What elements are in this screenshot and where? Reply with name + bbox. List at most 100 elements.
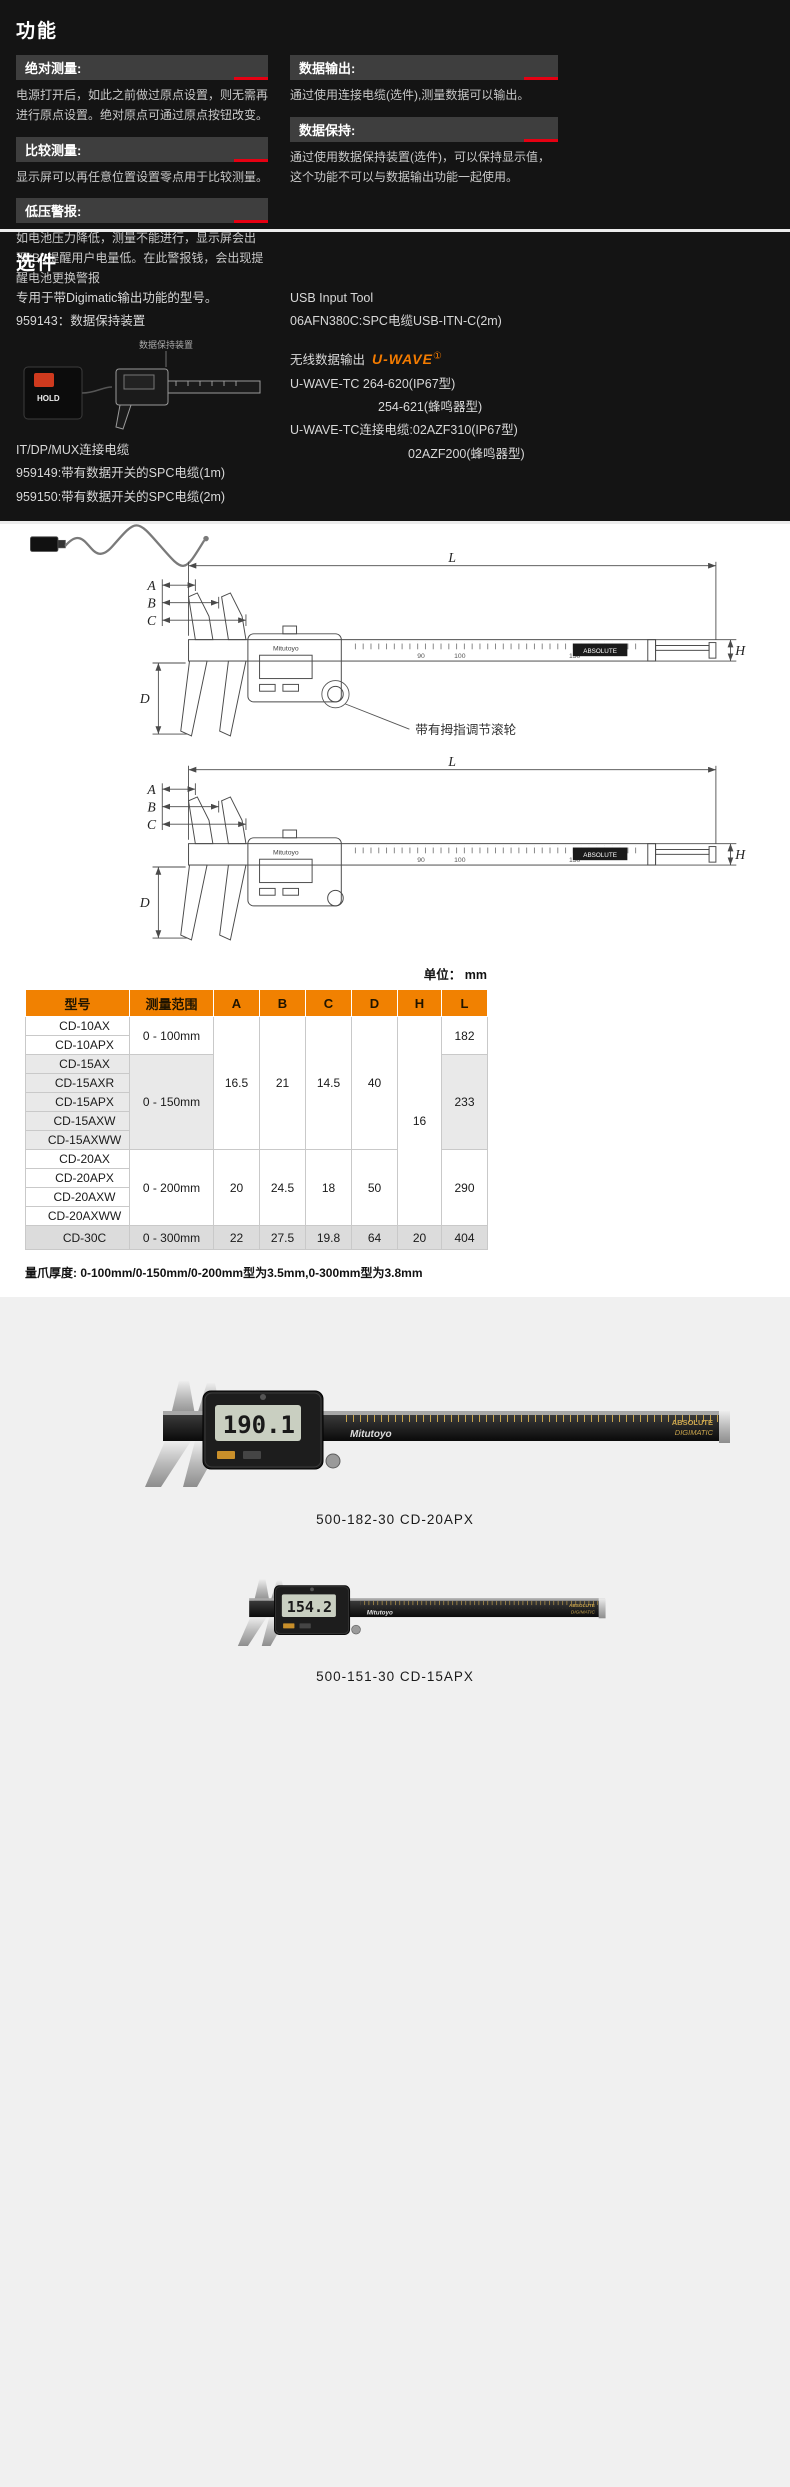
cell-model: CD-20AXWW (25, 1206, 130, 1226)
table-row: CD-15AXWW (25, 1130, 488, 1150)
dim-label-H: H (734, 643, 746, 658)
cell-range: 0 - 150mm (129, 1054, 214, 1150)
cell-H: 20 (397, 1225, 442, 1250)
absolute-badge: ABSOLUTE (583, 648, 617, 655)
scale-number-100: 100 (454, 653, 466, 660)
cell-A: 16.5 (213, 1016, 260, 1150)
hold-device-callout: 数据保持装置 (139, 339, 193, 350)
beam-brand: Mitutoyo (350, 1429, 392, 1440)
origin-button (217, 1451, 235, 1459)
cell-model: CD-20AXW (25, 1187, 130, 1207)
uwave-item-3: U-WAVE-TC连接电缆:02AZF310(IP67型) (290, 423, 518, 438)
badge-absolute: ABSOLUTE (672, 1418, 713, 1427)
diagrams-section: Mitutoyo 90 100 150 ABSOLUTE L A B C (0, 524, 790, 950)
feature-body: 显示屏可以再任意位置设置零点用于比较测量。 (16, 169, 269, 184)
table-row: CD-15APX (25, 1092, 488, 1112)
cell-model: CD-30C (25, 1225, 130, 1250)
cell-D: 64 (351, 1225, 398, 1250)
feature-header: 数据输出: (290, 55, 558, 80)
feature-header: 比较测量: (16, 136, 268, 162)
table-header-row: 型号 测量范围 A B C D H L (25, 989, 488, 1017)
thumb-roller-annotation: 带有拇指调节滚轮 (321, 680, 517, 737)
table-row: CD-10AX 0 - 100mm 16.5 21 14.5 40 16 182 (25, 1016, 488, 1226)
cell-H: 16 (397, 1016, 442, 1226)
col-header-model: 型号 (25, 989, 130, 1017)
cell-A: 22 (213, 1225, 260, 1250)
lcd-reading: 154.2 (287, 1598, 332, 1616)
feature-body: 电源打开后，如此之前做过原点设置，则无需再进行原点设置。绝对原点可通过原点按钮改… (16, 88, 269, 122)
zero-button (243, 1451, 261, 1459)
cell-model: CD-15APX (25, 1092, 130, 1112)
drawing-brand: Mitutoyo (273, 645, 299, 652)
cell-B: 21 (259, 1016, 306, 1150)
feature-absolute: 绝对测量: 电源打开后，如此之前做过原点设置，则无需再进行原点设置。绝对原点可通… (16, 55, 268, 126)
table-row: CD-20AXWW (25, 1206, 488, 1226)
cell-model: CD-10APX (25, 1035, 130, 1055)
cell-model: CD-10AX (25, 1016, 130, 1036)
scale-number-150: 150 (569, 653, 581, 660)
cell-D: 40 (351, 1016, 398, 1150)
spc-cable-1m: 959149:带有数据开关的SPC电缆(1m) (16, 466, 226, 481)
lcd-reading: 190.1 (223, 1411, 295, 1439)
wireless-title: 无线数据输出 (290, 353, 366, 368)
wireless-title-line: 无线数据输出 U-WAVE① (290, 347, 558, 373)
cell-range: 0 - 200mm (129, 1149, 214, 1226)
cell-L: 233 (441, 1054, 488, 1150)
features-title: 功能 (16, 21, 59, 42)
cell-D: 50 (351, 1149, 398, 1226)
cell-range: 0 - 100mm (129, 1016, 214, 1055)
col-header-A: A (213, 989, 260, 1017)
cell-model: CD-15AXWW (25, 1130, 130, 1150)
cell-C: 14.5 (305, 1016, 352, 1150)
feature-data-hold: 数据保持: 通过使用数据保持装置(选件)，可以保持显示值，这个功能不可以与数据输… (290, 116, 558, 188)
dim-label-A: A (146, 578, 156, 593)
options-section: 选件 专用于带Digimatic输出功能的型号。 959143：数据保持装置 数… (0, 232, 790, 567)
feature-low-voltage: 低压警报: 如电池压力降低，测量不能进行，显示屏会出现“B”,提醒用户电量低。在… (16, 198, 268, 288)
product-photo-cd20apx: Mitutoyo ABSOLUTE DIGIMATIC 190.1 (145, 1381, 730, 1487)
spc-cable-group-title: IT/DP/MUX连接电缆 (16, 443, 130, 458)
table-row: CD-20AX 0 - 200mm 20 24.5 18 50 290 (25, 1149, 488, 1226)
col-header-H: H (397, 989, 442, 1017)
uwave-item-4: 02AZF200(蜂鸣器型) (408, 446, 525, 461)
cell-C: 19.8 (305, 1225, 352, 1250)
dim-label-D: D (139, 691, 150, 706)
upper-fixed-jaw (171, 1381, 195, 1415)
cell-model: CD-15AX (25, 1054, 130, 1074)
spc-cable-2m: 959150:带有数据开关的SPC电缆(2m) (16, 489, 226, 504)
unit-label: 单位： mm (423, 968, 487, 982)
caliper-technical-drawing-2 (28, 754, 748, 944)
cell-B: 24.5 (259, 1149, 306, 1226)
jaw-thickness-note: 量爪厚度: 0-100mm/0-150mm/0-200mm型为3.5mm,0-3… (25, 1266, 423, 1280)
options-intro: 专用于带Digimatic输出功能的型号。 (16, 291, 218, 305)
cell-model: CD-20APX (25, 1168, 130, 1188)
table-row: CD-15AXR (25, 1073, 488, 1093)
col-header-L: L (441, 989, 488, 1017)
dim-label-L: L (447, 550, 456, 565)
product-photos-section: Mitutoyo ABSOLUTE DIGIMATIC 190.1 500-18… (0, 1297, 790, 2487)
cell-B: 27.5 (259, 1225, 306, 1250)
option-959143: 959143：数据保持装置 (16, 314, 146, 329)
usb-cable-item: 06AFN380C:SPC电缆USB-ITN-C(2m) (290, 314, 502, 329)
options-title: 选件 (16, 253, 59, 274)
hold-red-button (34, 373, 54, 388)
cell-L: 290 (441, 1149, 488, 1226)
product-caption-2: 500-151-30 CD-15APX (316, 1669, 474, 1684)
table-row: CD-15AX 0 - 150mm 233 (25, 1054, 488, 1150)
feature-header: 绝对测量: (16, 55, 268, 80)
uwave-item-2: 254-621(蜂鸣器型) (378, 400, 483, 415)
feature-header: 数据保持: (290, 116, 558, 142)
feature-body: 通过使用连接电缆(选件),测量数据可以输出。 (290, 88, 530, 102)
dim-label-B: B (147, 596, 156, 611)
hold-button-label: HOLD (37, 394, 60, 403)
uwave-logo: U-WAVE (371, 351, 433, 368)
col-header-D: D (351, 989, 398, 1017)
cell-model: CD-15AXW (25, 1111, 130, 1131)
caliper-head-sketch (115, 368, 261, 430)
annotation-text: 带有拇指调节滚轮 (415, 722, 516, 737)
col-header-range: 测量范围 (129, 989, 214, 1017)
lcd-screen (215, 1405, 301, 1441)
cell-A: 20 (213, 1149, 260, 1226)
table-row: CD-20AXW (25, 1187, 488, 1207)
product-photo-cd15apx: 154.2 (237, 1579, 606, 1647)
usb-input-tool-title: USB Input Tool (290, 291, 374, 305)
